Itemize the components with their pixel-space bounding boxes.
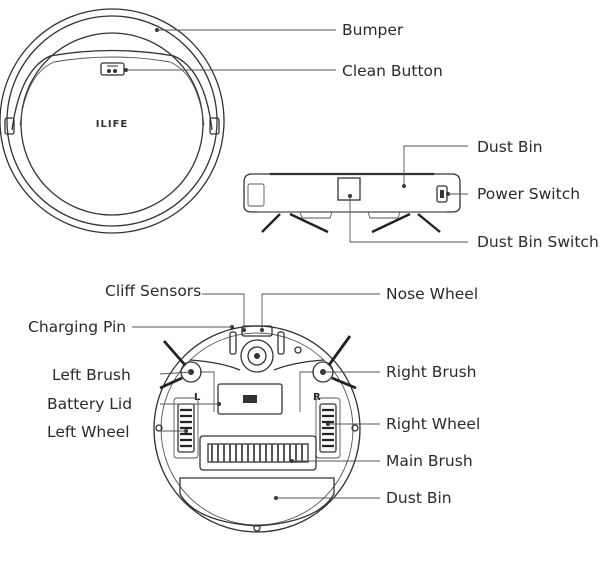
top-view-leaders bbox=[124, 28, 336, 72]
label-charging-pin: Charging Pin bbox=[28, 318, 126, 336]
bottom-view: L R bbox=[153, 325, 361, 533]
label-clean-button: Clean Button bbox=[342, 62, 443, 80]
right-wheel-housing bbox=[315, 397, 341, 459]
right-wheel-screw bbox=[351, 424, 359, 432]
battery-lid[interactable] bbox=[217, 383, 283, 415]
side-view-left-brush-bristle-b bbox=[289, 212, 329, 234]
bottom-view-inner-wall-left bbox=[200, 371, 215, 412]
right-wheel-tread bbox=[322, 408, 334, 448]
charging-pin-left bbox=[229, 331, 237, 355]
charging-pin-right bbox=[277, 331, 285, 355]
top-view-outer-shell bbox=[0, 8, 225, 234]
bottom-view-leaders bbox=[132, 293, 380, 500]
label-right-wheel: Right Wheel bbox=[386, 415, 480, 433]
dust-bin-side-leader-line bbox=[403, 145, 468, 186]
cliff-sensors-leader-line bbox=[202, 293, 245, 330]
side-view-front-panel bbox=[247, 183, 265, 207]
label-left-brush: Left Brush bbox=[52, 366, 131, 384]
bottom-view-inner-wall-right bbox=[299, 371, 314, 412]
label-cliff-sensors: Cliff Sensors bbox=[105, 282, 201, 300]
side-view-right-brush-bristle-a bbox=[371, 212, 411, 234]
label-dust-bin-bottom: Dust Bin bbox=[386, 489, 452, 507]
label-bumper: Bumper bbox=[342, 21, 404, 39]
bottom-view-cross-bar-left bbox=[189, 359, 241, 371]
ilife-logo: ILIFE bbox=[96, 119, 128, 130]
label-dust-bin-switch: Dust Bin Switch bbox=[477, 233, 599, 251]
side-view bbox=[243, 172, 461, 234]
label-main-brush: Main Brush bbox=[386, 452, 473, 470]
dust-bin-bottom[interactable] bbox=[179, 477, 335, 527]
left-wheel-letter: L bbox=[194, 392, 201, 403]
label-power-switch: Power Switch bbox=[477, 185, 580, 203]
label-right-brush: Right Brush bbox=[386, 363, 476, 381]
right-side-brush bbox=[312, 335, 357, 390]
side-view-power-switch-knob bbox=[440, 190, 444, 198]
top-view: ILIFE bbox=[0, 8, 225, 234]
top-view-bumper-right-end bbox=[209, 117, 220, 135]
right-wheel bbox=[319, 403, 337, 453]
top-view-bumper-ring bbox=[6, 15, 218, 227]
side-view-left-brush-bristle-a bbox=[261, 213, 281, 233]
right-wheel-letter: R bbox=[313, 392, 321, 403]
label-nose-wheel: Nose Wheel bbox=[386, 285, 478, 303]
bottom-view-front-screw bbox=[294, 346, 302, 354]
bottom-view-rear-screw bbox=[253, 524, 261, 532]
dust-bin-switch-leader-line bbox=[349, 196, 468, 243]
nose-wheel bbox=[240, 325, 274, 373]
battery-lid-latch bbox=[243, 395, 257, 403]
side-view-right-brush-bristle-b bbox=[417, 213, 441, 233]
left-wheel-screw bbox=[155, 424, 163, 432]
top-view-bumper-left-end bbox=[4, 117, 15, 135]
side-view-under-bumps bbox=[299, 211, 401, 219]
label-left-wheel: Left Wheel bbox=[47, 423, 130, 441]
left-wheel-tread bbox=[180, 408, 192, 448]
bottom-view-cross-bar-right bbox=[273, 359, 325, 371]
nose-wheel-leader-line bbox=[261, 293, 380, 330]
left-brush-leader-line bbox=[159, 371, 192, 375]
top-view-bumper-arc bbox=[11, 49, 213, 131]
clean-button[interactable] bbox=[100, 62, 125, 76]
label-dust-bin-side: Dust Bin bbox=[477, 138, 543, 156]
side-view-dust-bin-latch bbox=[337, 177, 361, 201]
top-view-bumper-inner-arc bbox=[19, 56, 205, 126]
side-view-leaders bbox=[348, 145, 468, 243]
label-battery-lid: Battery Lid bbox=[47, 395, 132, 413]
left-wheel-housing bbox=[173, 397, 199, 459]
side-view-body bbox=[243, 173, 461, 213]
top-view-lid bbox=[20, 32, 204, 216]
main-brush bbox=[199, 435, 317, 471]
